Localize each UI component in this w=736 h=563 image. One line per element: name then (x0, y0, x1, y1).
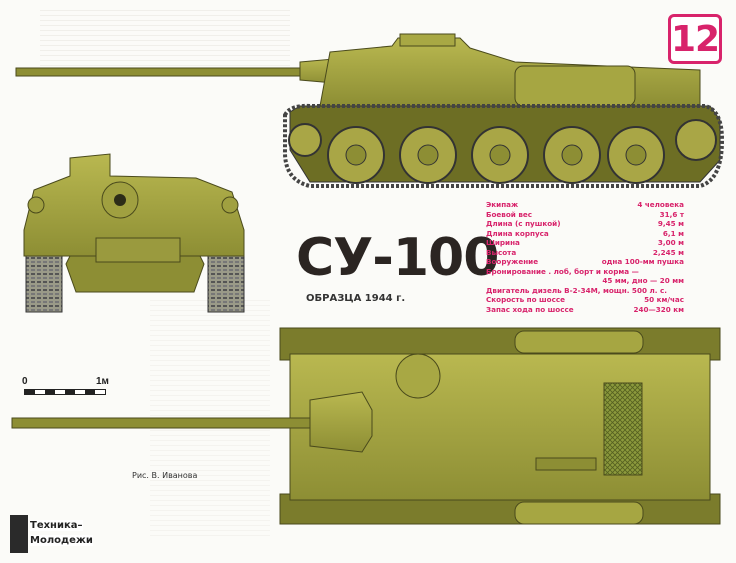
scale-one: 1м (96, 376, 109, 387)
engine-grille (603, 382, 643, 476)
logo-block (10, 515, 28, 553)
logo-line2: Молодежи (30, 535, 93, 546)
front-plate (95, 237, 181, 263)
track-links (282, 103, 725, 188)
issue-number: 12 (670, 18, 720, 60)
gun-barrel (15, 67, 317, 77)
spec-row: Длина (с пушкой)9,45 м (486, 219, 684, 228)
front-view (23, 153, 245, 313)
spec-row: Бронирование . лоб, борт и корма — (486, 266, 639, 276)
headlight (221, 196, 239, 214)
logo-line1: Техника– (30, 520, 83, 531)
side-view (15, 33, 725, 188)
issue-badge: 12 (668, 14, 722, 64)
page-title: СУ-100 (296, 228, 499, 288)
engine-louvre (535, 457, 597, 471)
gun-muzzle (114, 194, 126, 206)
background-print (40, 10, 290, 70)
fuel-tank (514, 501, 644, 525)
illustration-credit: Рис. В. Иванова (132, 471, 198, 480)
page-subtitle: ОБРАЗЦА 1944 г. (306, 293, 406, 304)
scale-bar: 0 1м (16, 376, 109, 400)
scale-ruler (24, 389, 106, 395)
headlight (27, 196, 45, 214)
lower-glacis (65, 255, 205, 293)
top-view (11, 327, 721, 525)
hull (319, 37, 701, 107)
fuel-tank (514, 65, 636, 107)
spec-row: Двигатель дизель В-2-34М, мощн. 500 л. с… (486, 285, 667, 295)
right-track (207, 249, 245, 313)
top-gun-mantlet (309, 391, 373, 453)
fuel-tank (514, 330, 644, 354)
road-wheels (288, 119, 717, 184)
left-track (25, 249, 63, 313)
commander-cupola (399, 33, 456, 47)
spec-row: 45 мм, дно — 20 мм (602, 276, 684, 285)
scale-zero: 0 (22, 376, 28, 387)
commander-cupola (395, 353, 441, 399)
magazine-logo: Техника– Молодежи (10, 515, 102, 553)
top-gun-barrel (11, 417, 323, 429)
